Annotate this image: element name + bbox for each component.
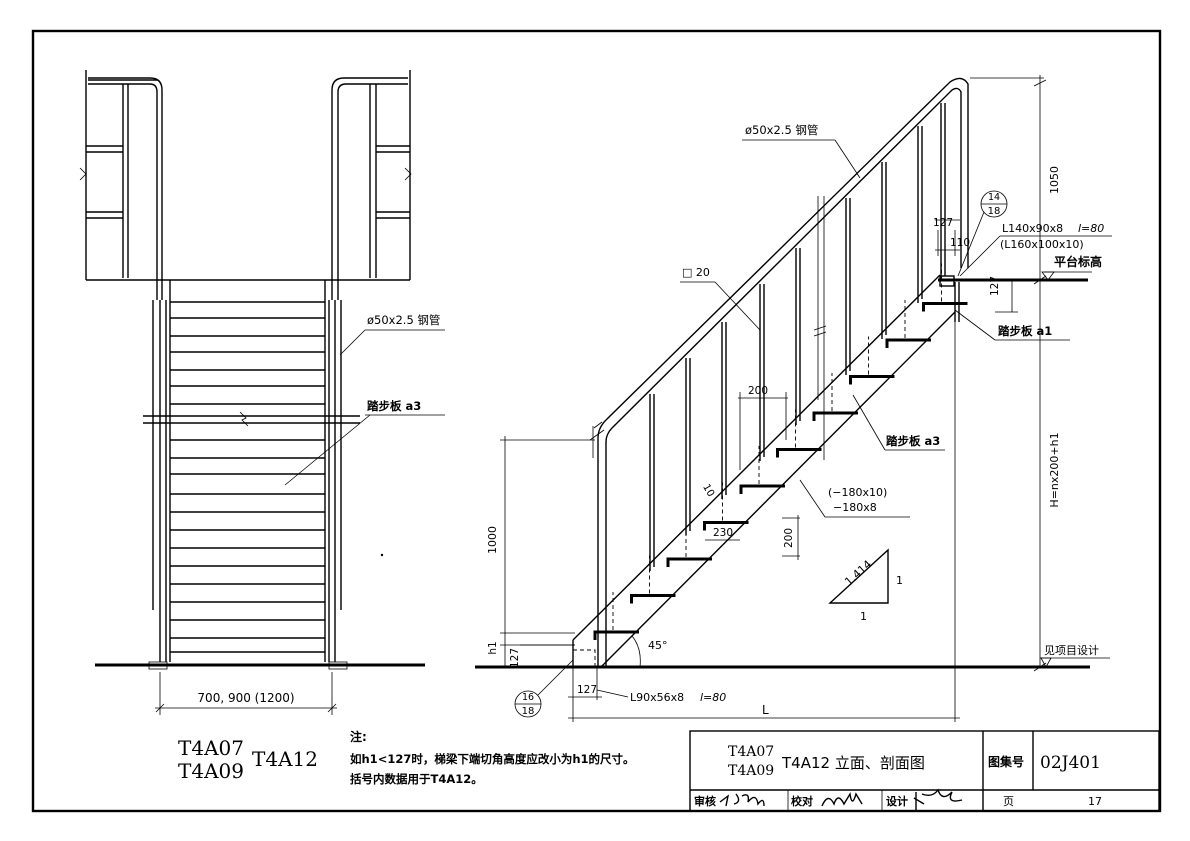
svg-text:18: 18 xyxy=(522,706,535,717)
tread-a3-label: 踏步板 a3 xyxy=(886,434,940,448)
right-tread xyxy=(666,557,712,567)
left-pipe-label: ø50x2.5 钢管 xyxy=(367,313,440,327)
view-codes: T4A07 T4A09 T4A12 xyxy=(178,736,318,783)
width-dimension: 700, 900 (1200) xyxy=(155,672,337,715)
break-line xyxy=(143,411,360,427)
svg-text:14: 14 xyxy=(988,192,1000,203)
atlas-number: 02J401 xyxy=(1040,753,1101,773)
upper-left-guardrail xyxy=(79,70,163,300)
svg-text:17: 17 xyxy=(1088,795,1102,808)
callout-bottom: 16 18 xyxy=(514,659,574,718)
svg-text:127: 127 xyxy=(989,276,1001,296)
svg-text:230: 230 xyxy=(713,527,733,539)
callout-top: 14 18 xyxy=(957,190,1008,277)
svg-text:18: 18 xyxy=(988,206,1001,217)
signature-design xyxy=(913,788,963,810)
svg-text:1: 1 xyxy=(860,610,867,623)
stringers xyxy=(152,300,342,662)
stringer-alt-label: (−180x10) xyxy=(828,486,887,499)
svg-text:校对: 校对 xyxy=(791,794,813,808)
svg-text:L: L xyxy=(762,703,769,717)
right-tread xyxy=(703,521,749,531)
svg-text:110: 110 xyxy=(950,237,970,249)
svg-text:127: 127 xyxy=(577,684,597,696)
H-dim: H=nx200+h1 xyxy=(1048,432,1061,507)
right-section: ø50x2.5 钢管 □ 20 踏步板 a3 踏步板 a1 (−180x10) … xyxy=(475,75,1112,722)
svg-text:16: 16 xyxy=(522,692,534,703)
right-tread xyxy=(885,338,931,348)
svg-text:1050: 1050 xyxy=(1048,166,1061,194)
top-angle-label: L140x90x8 xyxy=(1002,222,1063,235)
svg-text:l=80: l=80 xyxy=(700,691,726,704)
svg-text:T4A12: T4A12 xyxy=(252,747,318,771)
svg-text:1000: 1000 xyxy=(486,526,499,554)
svg-text:页: 页 xyxy=(1003,795,1014,808)
left-elevation: 700, 900 (1200) ø50x2.5 钢管 踏步板 a3 xyxy=(79,70,445,715)
svg-text:h1: h1 xyxy=(487,641,499,654)
svg-text:10: 10 xyxy=(700,482,716,499)
width-dim-text: 700, 900 (1200) xyxy=(197,691,294,705)
notes: 注: 如h1<127时，梯梁下端切角高度应改小为h1的尺寸。 括号内数据用于T4… xyxy=(350,729,635,786)
right-tread xyxy=(739,484,785,494)
svg-text:1: 1 xyxy=(896,574,903,587)
svg-text:1.414: 1.414 xyxy=(842,558,874,589)
balusters xyxy=(649,103,946,571)
tread-a1-label: 踏步板 a1 xyxy=(998,324,1052,338)
left-tread-label: 踏步板 a3 xyxy=(367,399,421,413)
sheet-border xyxy=(31,29,1162,813)
right-tread xyxy=(922,302,968,312)
drawing-title: T4A12 立面、剖面图 xyxy=(781,754,925,772)
slope-triangle: 1.414 1 1 xyxy=(828,548,903,623)
signature-review xyxy=(719,793,765,807)
svg-text:T4A07: T4A07 xyxy=(178,736,244,760)
svg-text:T4A09: T4A09 xyxy=(728,763,774,779)
svg-text:200: 200 xyxy=(783,528,795,548)
svg-text:200: 200 xyxy=(748,385,768,397)
dimensions: 1050 H=nx200+h1 127 110 127 200 10 230 xyxy=(486,75,1061,722)
top-angle-len: l=80 xyxy=(1078,222,1104,235)
right-tread xyxy=(849,375,895,385)
svg-text:127: 127 xyxy=(933,217,953,229)
handrail xyxy=(597,77,969,668)
title-block: T4A07 T4A09 T4A12 立面、剖面图 图集号 02J401 审核 校… xyxy=(689,730,1160,812)
svg-text:审核: 审核 xyxy=(694,794,716,808)
svg-text:设计: 设计 xyxy=(886,794,908,808)
platform-label: 平台标高 xyxy=(1054,254,1102,269)
right-pipe-label: ø50x2.5 钢管 xyxy=(745,123,818,137)
base-angle-label: L90x56x8 xyxy=(630,691,684,704)
svg-text:图集号: 图集号 xyxy=(988,754,1024,769)
left-treads xyxy=(170,301,325,653)
svg-text:括号内数据用于T4A12。: 括号内数据用于T4A12。 xyxy=(350,772,483,786)
signature-check xyxy=(821,791,863,807)
right-tread xyxy=(593,630,639,640)
right-treads xyxy=(593,263,968,640)
bar-label: □ 20 xyxy=(682,266,710,279)
svg-text:T4A09: T4A09 xyxy=(178,759,244,783)
svg-text:注:: 注: xyxy=(350,729,367,744)
svg-text:T4A07: T4A07 xyxy=(728,744,774,760)
right-tread xyxy=(630,594,676,604)
angle-45: 45° xyxy=(648,639,668,652)
svg-text:如h1<127时，梯梁下端切角高度应改小为h1的尺寸。: 如h1<127时，梯梁下端切角高度应改小为h1的尺寸。 xyxy=(350,752,635,766)
see-design-label: 见项目设计 xyxy=(1044,644,1099,657)
svg-text:127: 127 xyxy=(509,648,521,668)
top-angle-alt: (L160x100x10) xyxy=(1000,238,1084,251)
right-tread xyxy=(776,448,822,458)
upper-right-guardrail xyxy=(331,70,412,300)
stringer-label: −180x8 xyxy=(833,501,877,514)
right-tread xyxy=(812,411,858,421)
